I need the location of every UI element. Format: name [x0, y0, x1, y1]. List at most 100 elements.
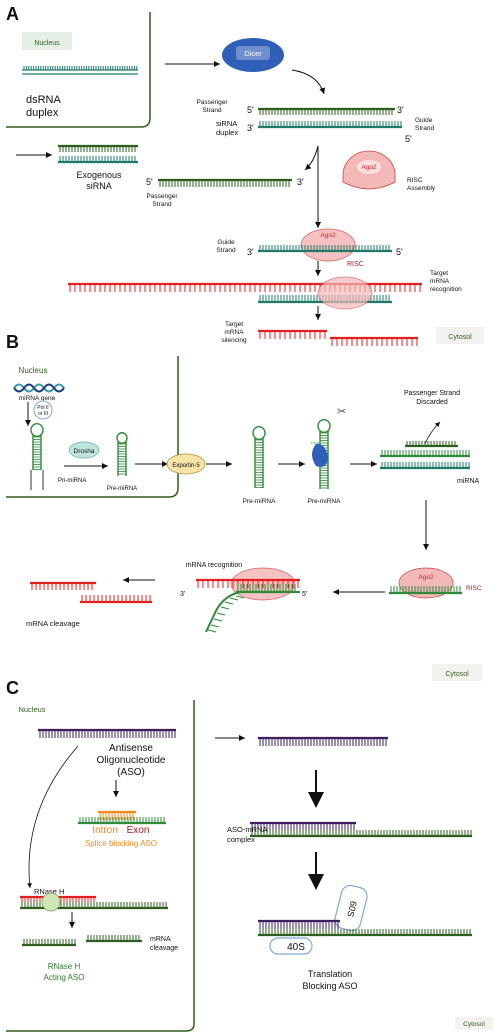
pol-label-2: or III: [38, 411, 48, 417]
guide-label-2: Strand: [415, 125, 435, 132]
sirna-duplex: [258, 107, 402, 129]
aso-label-3: (ASO): [117, 767, 145, 778]
nucleus-label-a: Nucleus: [34, 40, 60, 47]
passenger-strand: [158, 178, 292, 187]
dsrna-label-1: dsRNA: [26, 94, 62, 106]
panel-c-letter: C: [6, 678, 19, 698]
dna-helix-1: [13, 383, 65, 393]
passenger-label-1: Passenger: [196, 99, 228, 106]
mrna-recognition-label: mRNA recognition: [186, 562, 243, 569]
panel-a-letter: A: [6, 4, 19, 24]
splice-blocking-aso: [98, 810, 136, 820]
hairpin-loop: [116, 432, 128, 444]
cytosol-label-b: Cytosol: [445, 671, 469, 678]
mirna-duplex: [380, 450, 470, 470]
curve-base: [213, 618, 223, 622]
ago2-label-risc: Ago2: [320, 232, 336, 239]
ago2-label-a: Ago2: [361, 164, 377, 171]
pre-mrna-splice: [78, 817, 166, 825]
sirna-guide-5prime: 5': [405, 134, 412, 144]
pri-mirna-flank: [30, 470, 44, 490]
aso-label-1: Antisense: [109, 743, 153, 754]
dicer-label: Dicer: [244, 49, 262, 58]
curve-base: [229, 597, 239, 601]
aso-cytosol: [258, 736, 388, 746]
dicer-small-label: Dicer: [311, 440, 321, 445]
splice-blocking-label: Splice blocking ASO: [85, 839, 157, 848]
mirna-gene-label: miRNA gene: [19, 395, 56, 402]
nucleus-boundary-a: [6, 12, 151, 128]
panel-c: C Nucleus Antisense Oligonucleotide (ASO…: [6, 678, 493, 1032]
sirna-5prime: 5': [247, 105, 254, 115]
exogenous-label-2: siRNA: [86, 181, 112, 191]
nucleus-label-box-a: [22, 32, 72, 50]
mrna-cleavage-c-label-2: cleavage: [150, 945, 178, 952]
arrow-discard: [424, 421, 441, 445]
risc-on-target: [317, 276, 373, 310]
panel-a: A Nucleus dsRNA duplex Dicer Passenger S…: [6, 4, 484, 346]
drosha-label: Drosha: [74, 448, 95, 455]
cytosol-label-a: Cytosol: [448, 334, 472, 341]
risc-label-a: RISC: [347, 261, 364, 268]
mrna-fragment-b2: [80, 595, 152, 604]
ribosome-60s: [334, 884, 368, 932]
silencing-label-3: silencing: [221, 337, 247, 344]
exportin-label: Exportin-5: [172, 463, 200, 469]
curve-base: [235, 595, 245, 599]
silencing-label-1: Target: [225, 321, 243, 328]
pre-mirna-label-1: Pre-miRNA: [107, 486, 137, 492]
discarded-passenger-strand: [405, 441, 458, 448]
cleaved-fragment-c2: [86, 935, 142, 943]
risc-b-strand: [389, 586, 462, 595]
aso-mrna-label-2: complex: [227, 835, 255, 844]
pol-circle: [33, 400, 53, 420]
mrna-in-complex: [250, 830, 472, 838]
arrow-dicer-to-sirna: [291, 69, 326, 95]
pre-mirna-label-2: Pre-miRNA: [243, 498, 277, 505]
translation-mrna: [258, 929, 472, 937]
mrna-cleavage-c-label-1: mRNA: [150, 936, 171, 943]
rnase-h-enzyme: [41, 892, 61, 912]
exon-label: Exon: [127, 825, 150, 836]
panel-b: B Nucleus miRNA gene Pol II or III Pri-m…: [6, 332, 482, 681]
risc-guide-strand: [258, 245, 392, 253]
exogenous-sirna-strand: [58, 144, 138, 164]
recog-3prime: 3': [180, 591, 185, 598]
translation-label-2: Blocking ASO: [302, 981, 357, 991]
guide2-label-1: Guide: [217, 239, 235, 246]
scissors-icon: ✂: [337, 406, 346, 418]
aso-label-2: Oligonucleotide: [97, 755, 166, 766]
recog-5prime: 5': [302, 591, 307, 598]
mirna-label: miRNA: [457, 478, 479, 485]
cleaved-mrna-fragment-2: [330, 336, 418, 346]
aso-strand: [38, 728, 176, 738]
rnaseh-acting-label-1: RNase H: [48, 962, 81, 971]
target-label-3: recognition: [430, 286, 462, 293]
panel-b-letter: B: [6, 332, 19, 352]
exogenous-label-1: Exogenous: [76, 170, 122, 180]
risc-5prime: 5': [396, 247, 403, 257]
ribosome-40s-label: 40S: [287, 942, 305, 953]
risc-assembly-label-2: Assembly: [407, 185, 436, 192]
hairpin-loop: [252, 426, 266, 441]
risc-assembly-label-1: RISC: [407, 177, 423, 184]
curve-base: [220, 606, 230, 610]
passenger2-label-1: Passenger: [146, 193, 178, 200]
target-label-2: mRNA: [430, 278, 450, 285]
risc-3prime: 3': [247, 247, 254, 257]
arrow-to-rnaseh: [27, 745, 79, 889]
dicer-on-hairpin: [312, 443, 328, 467]
curve-base: [224, 601, 234, 605]
nucleus-label-b: Nucleus: [19, 366, 48, 375]
ribosome-40s: [269, 937, 313, 955]
nucleus-boundary-b: [6, 356, 179, 498]
silencing-label-2: mRNA: [224, 329, 244, 336]
risc-label-b: RISC: [466, 585, 482, 592]
pri-mirna-label: Pri-miRNA: [58, 478, 86, 484]
guide2-label-2: Strand: [216, 247, 236, 254]
passenger-label-2: Strand: [202, 107, 222, 114]
guide-label-1: Guide: [415, 117, 433, 124]
aso-mrna-label-1: ASO-mRNA: [227, 825, 267, 834]
cleaved-fragment-c1: [22, 939, 76, 947]
